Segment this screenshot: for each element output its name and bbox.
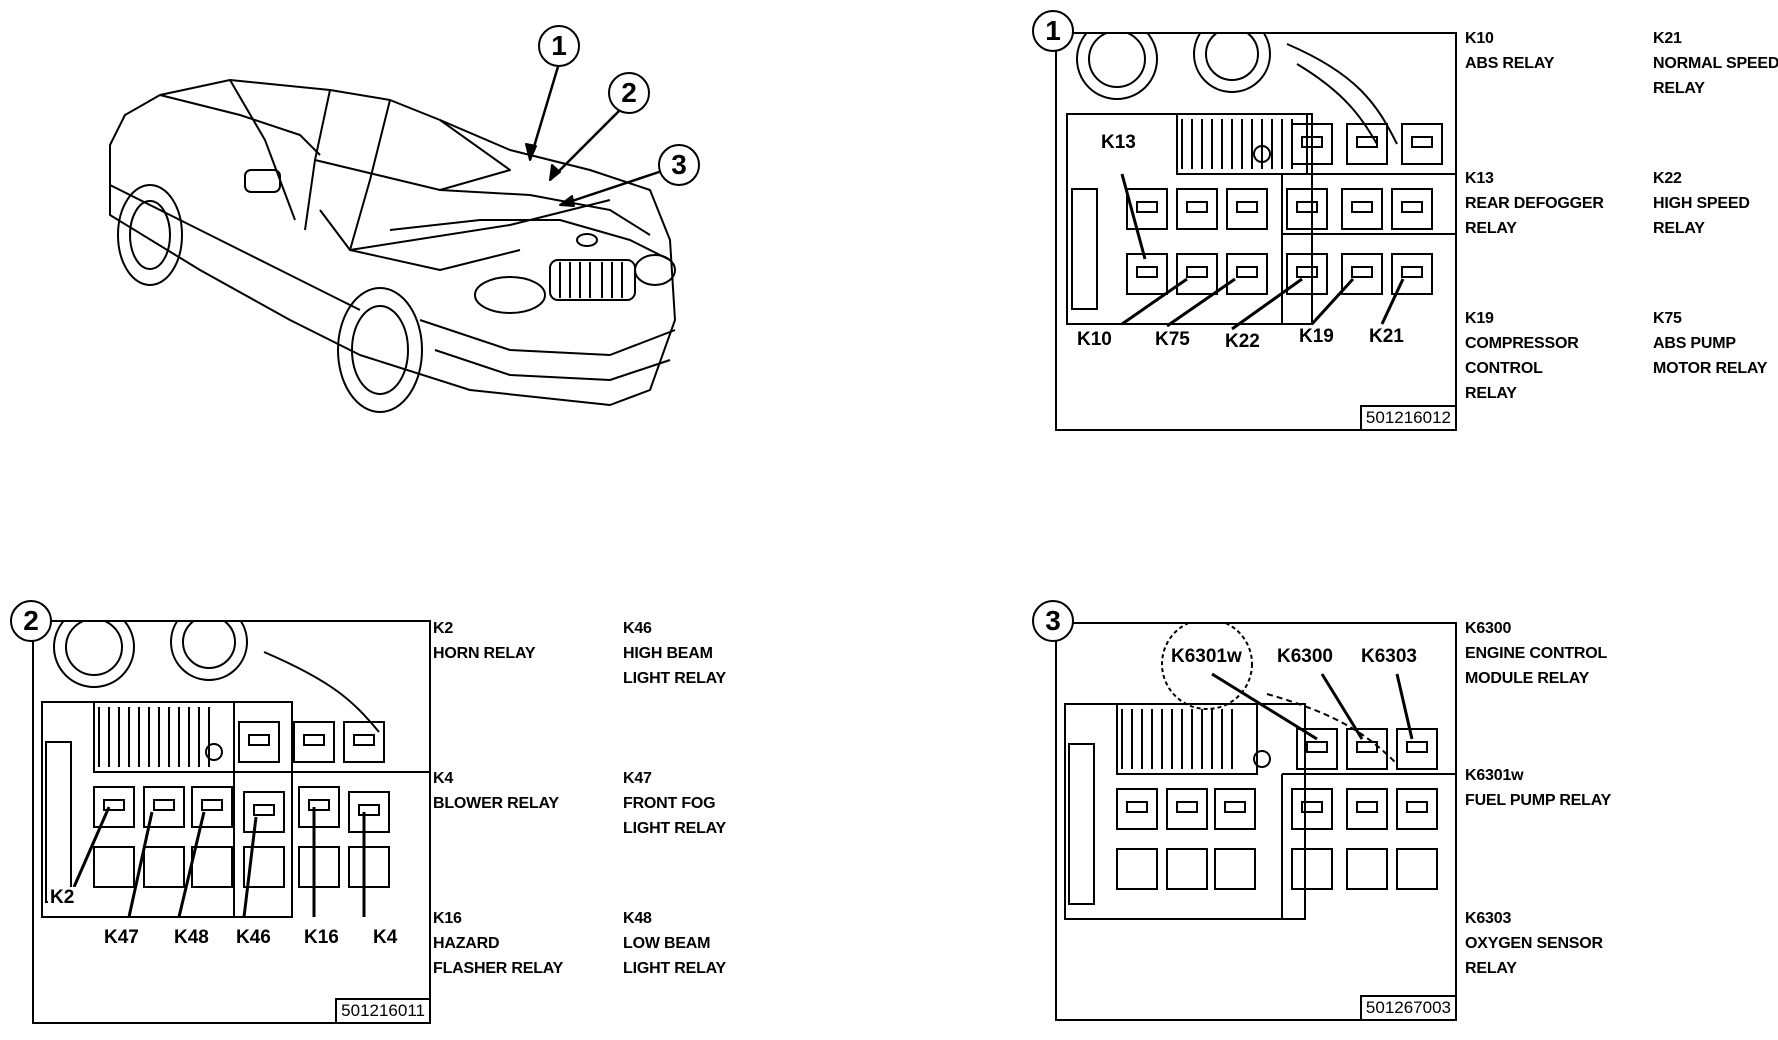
legend-k6303-text-2: RELAY bbox=[1465, 960, 1517, 977]
panel-2-fuse-box: K2 K47 K48 K46 K16 K4 501216011 bbox=[32, 620, 431, 1024]
panel-2-number: 2 bbox=[10, 600, 52, 642]
relay-label-k2: K2 bbox=[48, 887, 77, 909]
legend-k75-id: K75 bbox=[1653, 310, 1682, 327]
legend-k48-id: K48 bbox=[623, 910, 652, 927]
legend-k19-id: K19 bbox=[1465, 310, 1494, 327]
relay-label-k21: K21 bbox=[1367, 326, 1406, 348]
car-illustration bbox=[109, 59, 676, 413]
legend-k6300-text-2: MODULE RELAY bbox=[1465, 670, 1590, 687]
legend-k2-id: K2 bbox=[433, 620, 454, 637]
legend-k47-text-1: FRONT FOG bbox=[623, 795, 716, 812]
relay-label-k6300: K6300 bbox=[1275, 646, 1335, 668]
relay-label-k4: K4 bbox=[371, 927, 400, 949]
legend-k21-id: K21 bbox=[1653, 30, 1682, 47]
relay-label-k48: K48 bbox=[172, 927, 211, 949]
relay-label-k6301w: K6301w bbox=[1169, 646, 1244, 668]
legend-k22-text-1: HIGH SPEED bbox=[1653, 195, 1750, 212]
legend-k47-id: K47 bbox=[623, 770, 652, 787]
callout-2: 2 bbox=[608, 72, 650, 114]
callout-1: 1 bbox=[538, 25, 580, 67]
legend-k22-id: K22 bbox=[1653, 170, 1682, 187]
legend-k10-id: K10 bbox=[1465, 30, 1494, 47]
legend-k6300-text-1: ENGINE CONTROL bbox=[1465, 645, 1608, 662]
legend-k75-text-2: MOTOR RELAY bbox=[1653, 360, 1768, 377]
legend-k46-text-2: LIGHT RELAY bbox=[623, 670, 726, 687]
panel-3-fuse-box: K6301w K6300 K6303 501267003 bbox=[1055, 622, 1457, 1021]
panel-3-legend: K6300 ENGINE CONTROL MODULE RELAY K6301w… bbox=[1465, 616, 1775, 996]
legend-k2-text: HORN RELAY bbox=[433, 645, 536, 662]
panel-1-fuse-box: K13 K10 K75 K22 K19 K21 501216012 bbox=[1055, 32, 1457, 431]
legend-k22-text-2: RELAY bbox=[1653, 220, 1705, 237]
relay-label-k13: K13 bbox=[1099, 132, 1138, 154]
figure-code: 501267003 bbox=[1359, 995, 1455, 1019]
relay-label-k19: K19 bbox=[1297, 326, 1336, 348]
legend-k75-text-1: ABS PUMP bbox=[1653, 335, 1736, 352]
panel-3-number: 3 bbox=[1032, 600, 1074, 642]
legend-k6300-id: K6300 bbox=[1465, 620, 1512, 637]
legend-k48-text-2: LIGHT RELAY bbox=[623, 960, 726, 977]
fuse-box-drawing bbox=[41, 622, 429, 918]
fuse-box-drawing bbox=[1066, 34, 1455, 331]
fuse-box-drawing bbox=[1064, 624, 1455, 920]
panel-1-number: 1 bbox=[1032, 10, 1074, 52]
relay-label-k22: K22 bbox=[1223, 331, 1262, 353]
relay-label-k75: K75 bbox=[1153, 329, 1192, 351]
legend-k16-text-2: FLASHER RELAY bbox=[433, 960, 564, 977]
legend-k16-text-1: HAZARD bbox=[433, 935, 500, 952]
legend-k10-text: ABS RELAY bbox=[1465, 55, 1555, 72]
callout-3: 3 bbox=[658, 144, 700, 186]
legend-k47-text-2: LIGHT RELAY bbox=[623, 820, 726, 837]
relay-label-k6303: K6303 bbox=[1359, 646, 1419, 668]
relay-label-k47: K47 bbox=[102, 927, 141, 949]
panel-1-legend: K10 ABS RELAY K21 NORMAL SPEED RELAY K13… bbox=[1465, 26, 1778, 416]
legend-k6303-text-1: OXYGEN SENSOR bbox=[1465, 935, 1603, 952]
car-overview: 1 2 3 bbox=[90, 20, 810, 460]
legend-k13-text-2: RELAY bbox=[1465, 220, 1517, 237]
legend-k13-text-1: REAR DEFOGGER bbox=[1465, 195, 1604, 212]
legend-k6301w-id: K6301w bbox=[1465, 767, 1524, 784]
legend-k19-text-2: CONTROL bbox=[1465, 360, 1543, 377]
legend-k4-id: K4 bbox=[433, 770, 454, 787]
legend-k46-text-1: HIGH BEAM bbox=[623, 645, 713, 662]
legend-k16-id: K16 bbox=[433, 910, 462, 927]
legend-k46-id: K46 bbox=[623, 620, 652, 637]
legend-k6303-id: K6303 bbox=[1465, 910, 1512, 927]
figure-code: 501216011 bbox=[335, 998, 429, 1022]
legend-k19-text-3: RELAY bbox=[1465, 385, 1517, 402]
legend-k13-id: K13 bbox=[1465, 170, 1494, 187]
legend-k6301w-text: FUEL PUMP RELAY bbox=[1465, 792, 1612, 809]
legend-k4-text: BLOWER RELAY bbox=[433, 795, 559, 812]
legend-k48-text-1: LOW BEAM bbox=[623, 935, 711, 952]
figure-code: 501216012 bbox=[1359, 405, 1455, 429]
relay-label-k16: K16 bbox=[302, 927, 341, 949]
relay-label-k46: K46 bbox=[234, 927, 273, 949]
legend-k21-text-2: RELAY bbox=[1653, 80, 1705, 97]
legend-k21-text-1: NORMAL SPEED bbox=[1653, 55, 1778, 72]
relay-label-k10: K10 bbox=[1075, 329, 1114, 351]
panel-2-legend: K2 HORN RELAY K46 HIGH BEAM LIGHT RELAY … bbox=[433, 616, 763, 1006]
legend-k19-text-1: COMPRESSOR bbox=[1465, 335, 1579, 352]
